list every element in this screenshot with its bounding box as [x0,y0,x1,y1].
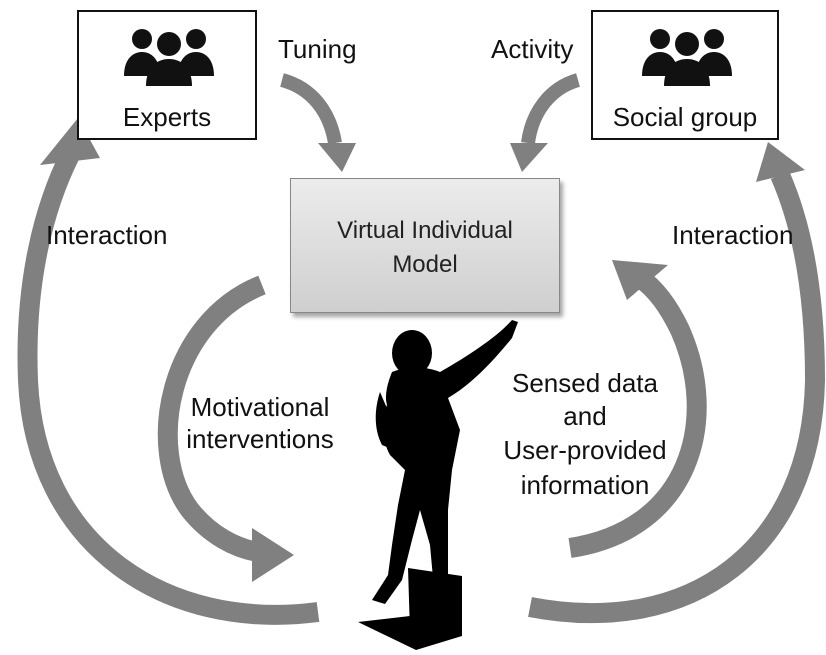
activity-label: Activity [491,34,574,64]
virtual-individual-model-box: Virtual Individual Model [290,178,560,313]
interaction-right-label: Interaction [672,220,794,250]
group-people-icon [642,29,732,86]
tuning-arrow [279,73,342,145]
sensed-label-line2: and [563,401,607,431]
experts-label: Experts [122,102,212,132]
interaction-left-label: Interaction [46,220,168,250]
model-label-line1: Virtual Individual [337,217,513,244]
interaction-left-arrowhead [40,118,100,165]
person-silhouette-icon [372,320,518,604]
activity-arrow [521,73,581,145]
sensed-arrow [568,269,707,558]
motivational-arrow [157,275,266,562]
social-group-box: Social group [591,10,779,140]
group-people-icon [124,29,214,86]
sensed-label-line3: User-provided [503,435,667,465]
experts-box: Experts [77,10,257,140]
interaction-left-arrow [17,150,320,625]
sensed-label-line4: information [520,470,650,500]
sensed-label-line1: Sensed data [511,368,658,398]
social-group-label: Social group [612,102,758,132]
interaction-right-arrow [528,170,826,624]
motivational-arrowhead [252,528,294,582]
tuning-label: Tuning [278,34,357,64]
laptop-icon [358,568,462,650]
motivational-label-line2: interventions [186,424,334,454]
model-label-line2: Model [392,251,458,278]
activity-arrowhead [510,143,548,172]
sensed-arrowhead [612,260,668,300]
tuning-arrowhead [318,143,356,172]
interaction-right-arrowhead [756,142,805,182]
motivational-label-line1: Motivational [190,392,330,422]
